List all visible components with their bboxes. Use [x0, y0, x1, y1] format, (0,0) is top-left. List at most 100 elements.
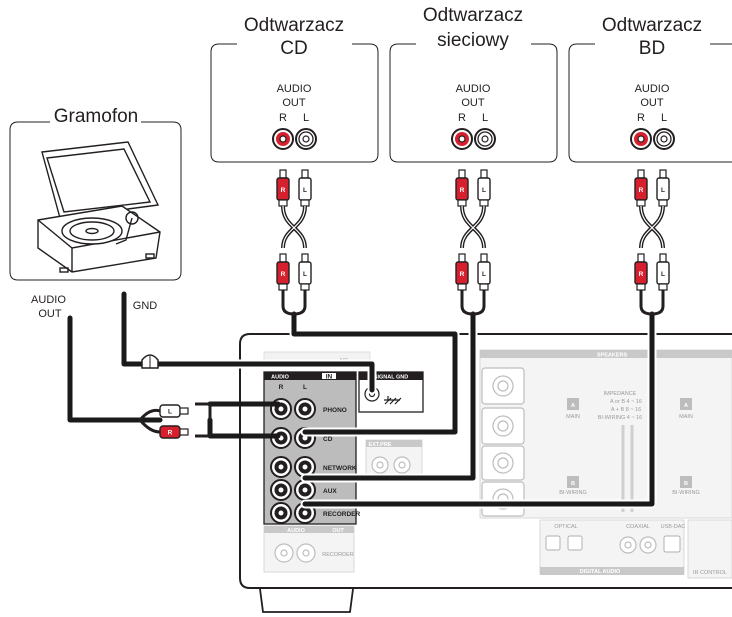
- network-upper-plug-l: L: [477, 169, 491, 207]
- input-label-cd: CD: [323, 436, 333, 443]
- network-cable: [302, 311, 476, 481]
- network-audio-label: AUDIO: [456, 83, 491, 95]
- network-r-jack: [451, 128, 473, 150]
- network-lower-plug-l: L: [477, 253, 491, 291]
- audio-out-badge: OUT: [332, 528, 344, 534]
- input-label-network: NETWORK: [323, 465, 357, 472]
- gnd-wire: [121, 291, 375, 393]
- bd-rca-cable: R L R L: [634, 169, 670, 316]
- signal-gnd-label: SIGNAL GND: [374, 375, 408, 381]
- turntable-name: Gramofon: [54, 106, 138, 127]
- bd-lower-plug-l-label: L: [661, 271, 665, 278]
- input-jack-network-r: [270, 456, 292, 478]
- cd-r-jack: [272, 128, 294, 150]
- audio-in-badge: IN: [326, 373, 333, 380]
- cd-upper-plug-r-label: R: [281, 187, 286, 194]
- main-left-label: MAIN: [566, 414, 580, 420]
- cd-upper-plug-l-label: L: [303, 187, 307, 194]
- speaker-a-left: A: [571, 403, 575, 409]
- turntable-audio-word: AUDIO: [31, 294, 66, 306]
- input-jack-aux-r: [270, 479, 292, 501]
- usb-dac-label: USB-DAC: [661, 524, 686, 530]
- audio-out-header: AUDIO: [287, 528, 305, 534]
- speakers-label: SPEAKERS: [597, 353, 628, 359]
- input-label-aux: AUX: [323, 488, 337, 495]
- bd-upper-plug-l-label: L: [661, 187, 665, 194]
- network-l-jack: [474, 128, 496, 150]
- bd-out-label: OUT: [640, 97, 664, 109]
- speakers-panel: SPEAKERS IMPEDANCE A or B 4 ~ 16 A + B 8…: [479, 349, 732, 519]
- bd-lower-plug-r: R: [634, 253, 648, 291]
- network-name-line1: Odtwarzacz: [423, 5, 523, 26]
- turntable-audio-label: AUDIO OUT: [31, 294, 69, 320]
- turntable-out-word: OUT: [38, 308, 62, 320]
- cd-cable: [291, 311, 458, 435]
- cd-lower-plug-r-label: R: [281, 271, 286, 278]
- recorder-out-label: RECORDER: [322, 552, 354, 558]
- input-label-recorder: RECORDER: [323, 511, 361, 518]
- digital-audio-label: DIGITAL AUDIO: [580, 569, 621, 575]
- bd-name-line1: Odtwarzacz: [602, 15, 702, 36]
- bd-l-label: L: [661, 112, 667, 124]
- cd-upper-plug-r: R: [276, 169, 290, 207]
- bd-upper-plug-r: R: [634, 169, 648, 207]
- network-player-card: Odtwarzacz sieciowy AUDIO OUT R L: [389, 5, 558, 163]
- impedance-label: IMPEDANCE: [604, 391, 637, 397]
- input-jack-cd-r: [270, 427, 292, 449]
- network-l-label: L: [482, 112, 488, 124]
- network-lower-plug-r-label: R: [460, 271, 465, 278]
- cd-r-label: R: [279, 112, 287, 124]
- turntable-icon: [37, 141, 161, 273]
- turntable-plugs: L R: [138, 402, 212, 439]
- network-upper-plug-r: R: [455, 169, 469, 207]
- cd-l-label: L: [303, 112, 309, 124]
- main-right-label: MAIN: [679, 414, 693, 420]
- turntable-card: Gramofon AUDIO OUT GND: [9, 106, 182, 320]
- speaker-a-right: A: [684, 403, 688, 409]
- network-lower-plug-l-label: L: [482, 271, 486, 278]
- network-r-label: R: [458, 112, 466, 124]
- audio-in-header: AUDIO: [271, 375, 289, 381]
- spade-lug: [141, 354, 159, 369]
- bd-cable: [302, 311, 655, 507]
- cd-out-label: OUT: [282, 97, 306, 109]
- cd-lower-plug-l-label: L: [303, 271, 307, 278]
- cd-audio-label: AUDIO: [277, 83, 312, 95]
- ir-control-label: IR CONTROL: [693, 570, 727, 576]
- turntable-gnd-label: GND: [133, 300, 158, 312]
- ext-pre-label: EXT.PRE: [369, 442, 392, 448]
- network-lower-plug-r: R: [455, 253, 469, 291]
- network-out-label: OUT: [461, 97, 485, 109]
- bd-upper-plug-l: L: [656, 169, 670, 207]
- input-jack-phono-l: [294, 398, 316, 420]
- biwiring-right-label: BI-WIRING: [672, 490, 700, 496]
- cd-upper-plug-l: L: [298, 169, 312, 207]
- input-jack-recorder-r: [270, 502, 292, 524]
- impedance-row-3: BI-WIRING 4 ~ 16: [598, 415, 642, 421]
- impedance-row-1: A or B 4 ~ 16: [610, 399, 642, 405]
- turntable-plug-l-label: L: [168, 409, 172, 416]
- cd-lower-plug-l: L: [298, 253, 312, 291]
- ext-pre-panel: EXT.PRE: [365, 439, 423, 481]
- audio-in-r-label: R: [279, 384, 284, 391]
- cd-lower-plug-r: R: [276, 253, 290, 291]
- receiver: NC SPEAKERS IMPEDANCE A or B 4 ~ 16 A + …: [239, 333, 732, 613]
- bd-r-jack: [630, 128, 652, 150]
- audio-in-l-label: L: [303, 384, 307, 391]
- input-jack-aux-l: [294, 479, 316, 501]
- network-name-line2: sieciowy: [437, 30, 509, 51]
- bd-r-label: R: [637, 112, 645, 124]
- bd-name-line2: BD: [639, 38, 665, 59]
- impedance-row-2: A + B 8 ~ 16: [611, 407, 641, 413]
- audio-out-panel: AUDIO OUT RECORDER: [263, 525, 355, 573]
- input-label-phono: PHONO: [323, 407, 347, 414]
- bd-l-jack: [653, 128, 675, 150]
- turntable-plug-r: R: [159, 425, 189, 439]
- cd-rca-cable: R L R L: [276, 169, 312, 316]
- cd-name-line1: Odtwarzacz: [244, 15, 344, 36]
- cables: [67, 289, 657, 509]
- bd-player-card: Odtwarzacz BD AUDIO OUT R L: [568, 15, 732, 163]
- biwiring-left-label: BI-WIRING: [559, 490, 587, 496]
